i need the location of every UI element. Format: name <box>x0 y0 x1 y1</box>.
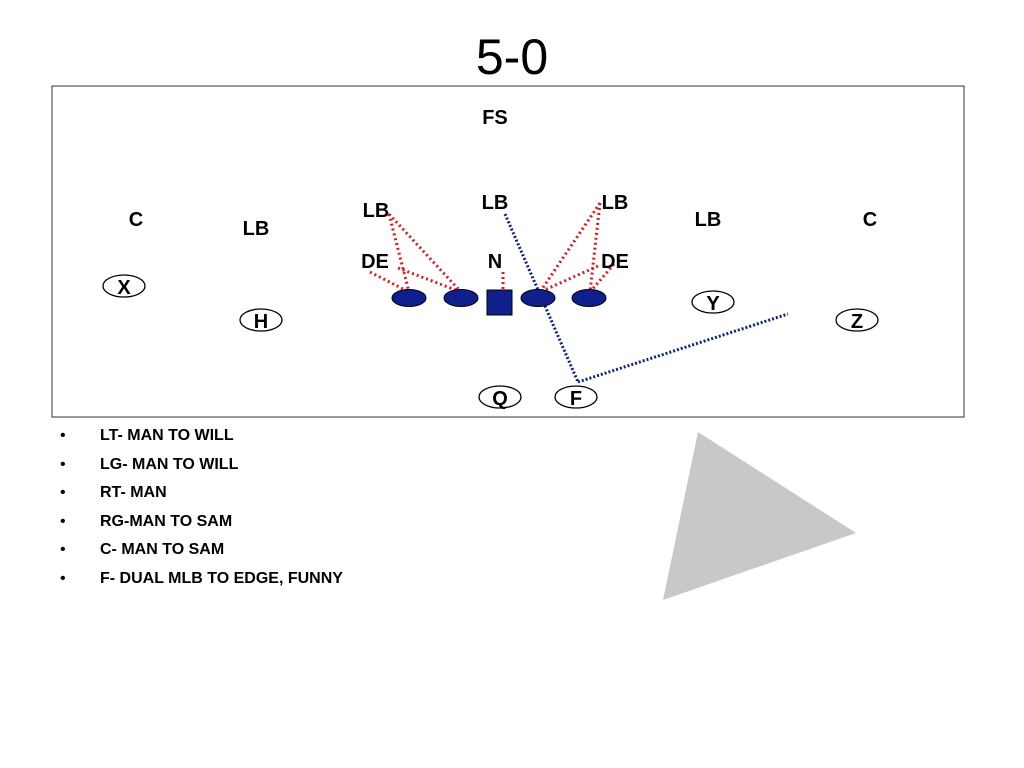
red-line <box>387 213 411 293</box>
note-item: • C- MAN TO SAM <box>60 539 343 568</box>
bullet: • <box>60 427 66 444</box>
corner-right-label: C <box>863 209 877 231</box>
linebacker-right-label: LB <box>602 192 629 214</box>
bullet: • <box>60 512 66 530</box>
player-f-label: F <box>570 388 582 410</box>
bullet: • <box>60 569 66 587</box>
player-y-label: Y <box>706 293 720 315</box>
linebacker-mid-label: LB <box>482 192 509 214</box>
free-safety-label: FS <box>482 107 508 129</box>
bullet: • <box>60 484 66 501</box>
note-text: LT- MAN TO WILL <box>100 427 234 444</box>
linebacker-far-right-label: LB <box>695 209 722 231</box>
player-z-label: Z <box>851 311 863 333</box>
right-tackle <box>571 289 607 307</box>
player-z: Z <box>835 308 879 333</box>
note-text: RT- MAN <box>100 484 167 501</box>
player-x-oval <box>102 274 146 298</box>
note-item: • LG- MAN TO WILL <box>60 454 343 483</box>
red-line <box>397 266 462 294</box>
red-line <box>539 264 599 294</box>
offensive-line <box>391 289 607 316</box>
player-y: Y <box>691 290 735 315</box>
note-item: • RT- MAN <box>60 482 343 511</box>
linebacker-far-left-label: LB <box>243 218 270 240</box>
bullet: • <box>60 541 66 558</box>
note-text: LG- MAN TO WILL <box>100 455 239 473</box>
left-guard <box>443 289 479 307</box>
note-item: • F- DUAL MLB TO EDGE, FUNNY <box>60 568 343 597</box>
grey-triangle-shape <box>663 432 856 600</box>
red-line <box>588 263 616 293</box>
bullet: • <box>60 455 66 473</box>
player-x: X <box>102 274 146 299</box>
slide-title: 5-0 <box>475 29 549 85</box>
red-assignment-lines <box>369 202 616 294</box>
note-item: • RG-MAN TO SAM <box>60 511 343 540</box>
assignment-notes: • LT- MAN TO WILL • LG- MAN TO WILL • RT- M… <box>60 425 343 596</box>
player-h-oval <box>239 308 283 332</box>
field-frame <box>51 85 965 418</box>
blue-assignment-lines <box>503 213 789 384</box>
player-q: Q <box>478 385 522 410</box>
right-guard <box>520 289 556 307</box>
note-text: C- MAN TO SAM <box>100 541 225 558</box>
player-q-label: Q <box>492 388 508 410</box>
player-f-oval <box>554 385 598 409</box>
player-z-oval <box>835 308 879 332</box>
defensive-end-left-label: DE <box>361 251 389 273</box>
note-item: • LT- MAN TO WILL <box>60 425 343 454</box>
blue-line <box>503 213 580 383</box>
defensive-end-right-label: DE <box>601 251 629 273</box>
left-tackle <box>391 289 427 307</box>
center <box>486 289 513 316</box>
red-line <box>369 270 410 294</box>
linebacker-left-label: LB <box>363 200 390 222</box>
player-h: H <box>239 308 283 333</box>
note-text: F- DUAL MLB TO EDGE, FUNNY <box>100 569 343 587</box>
player-x-label: X <box>117 277 131 299</box>
nose-tackle-label: N <box>488 251 502 273</box>
player-q-oval <box>478 385 522 409</box>
player-f: F <box>554 385 598 410</box>
player-h-label: H <box>254 311 268 333</box>
player-y-oval <box>691 290 735 314</box>
blue-line <box>577 312 789 384</box>
note-text: RG-MAN TO SAM <box>100 512 233 530</box>
corner-left-label: C <box>129 209 143 231</box>
